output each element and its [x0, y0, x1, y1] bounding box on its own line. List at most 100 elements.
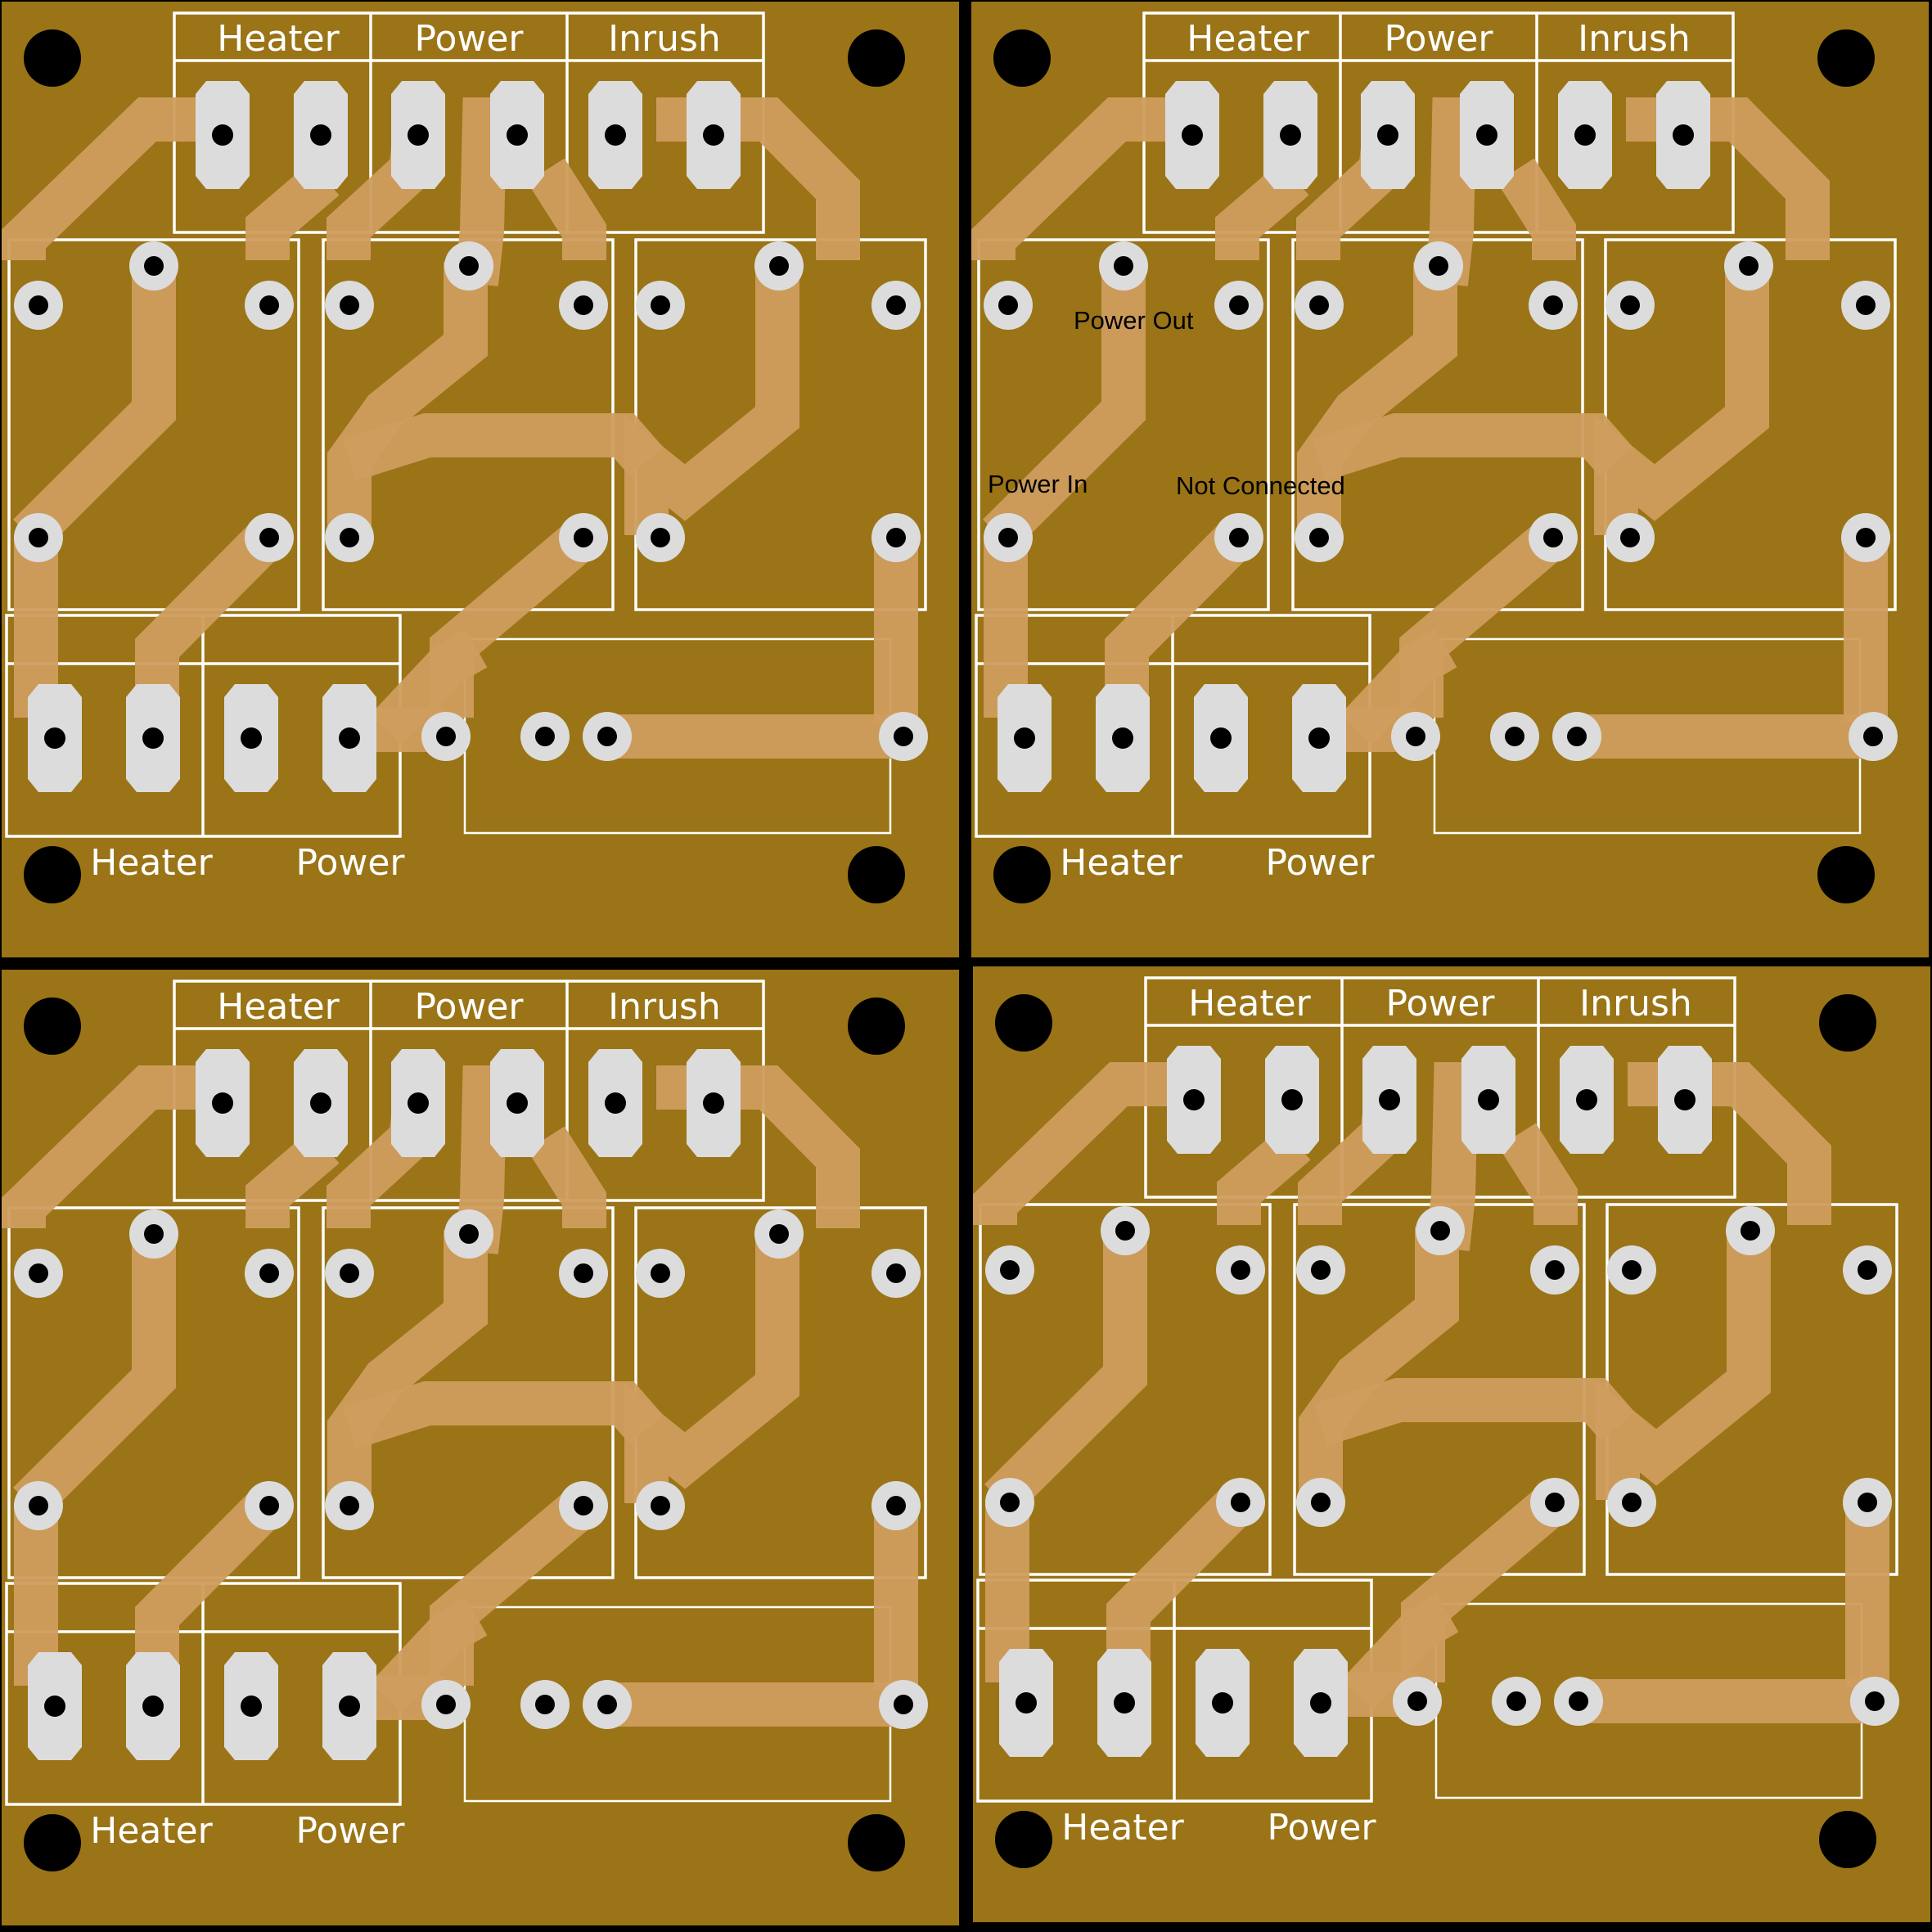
copper-trace: [1217, 1126, 1311, 1225]
drill-hole: [29, 1263, 48, 1283]
mounting-hole-icon: [848, 1814, 905, 1871]
silkscreen-label-top: Power: [1385, 983, 1495, 1025]
drill-hole: [1309, 528, 1329, 547]
copper-trace: [1497, 158, 1576, 260]
drill-hole: [1379, 1089, 1400, 1110]
drill-hole: [605, 124, 626, 146]
drill-hole: [142, 727, 164, 749]
drill-hole: [340, 1263, 359, 1283]
relay-outline: [979, 1203, 1272, 1576]
drill-hole: [339, 727, 360, 749]
copper-trace: [1340, 628, 1457, 745]
drill-hole: [1016, 1692, 1037, 1714]
drill-hole: [1231, 1493, 1250, 1512]
drill-hole: [1377, 124, 1398, 146]
drill-hole: [1476, 124, 1497, 146]
drill-hole: [998, 528, 1018, 547]
mounting-hole-icon: [1817, 846, 1875, 903]
drill-hole: [1620, 528, 1640, 547]
silkscreen-label-top: Inrush: [608, 986, 721, 1028]
drill-hole: [886, 295, 906, 315]
copper-trace: [624, 1228, 799, 1503]
mounting-hole-icon: [24, 998, 81, 1055]
drill-hole: [340, 528, 359, 547]
silkscreen-label-top: Heater: [217, 18, 340, 60]
copper-trace: [527, 158, 606, 260]
drill-hole: [574, 295, 593, 315]
drill-hole: [1114, 1692, 1135, 1714]
relay-outline: [7, 238, 300, 611]
annotation-power-in: Power In: [988, 470, 1088, 498]
copper-trace: [1299, 1227, 1459, 1500]
silkscreen-label-bottom: Heater: [90, 1810, 213, 1852]
drill-hole: [1865, 1691, 1885, 1711]
drill-hole: [212, 1092, 233, 1114]
drill-hole: [1308, 727, 1330, 749]
copper-trace: [624, 260, 799, 535]
drill-hole: [1858, 1260, 1877, 1280]
silkscreen-label-bottom: Power: [1265, 842, 1375, 884]
copper-trace: [1341, 1593, 1459, 1710]
relay-outline: [7, 1206, 300, 1579]
drill-hole: [1863, 727, 1883, 746]
drill-hole: [1210, 727, 1232, 749]
mounting-hole-icon: [995, 994, 1052, 1052]
copper-trace: [12, 262, 176, 552]
drill-hole: [535, 727, 555, 746]
drill-hole: [597, 727, 617, 746]
drill-hole: [1576, 1089, 1597, 1110]
drill-hole: [1229, 295, 1249, 315]
drill-hole: [1478, 1089, 1499, 1110]
copper-trace: [245, 161, 340, 260]
silkscreen-label-top: Inrush: [1579, 983, 1692, 1025]
drill-hole: [597, 1695, 617, 1714]
drill-hole: [1183, 1089, 1205, 1110]
drill-hole: [651, 528, 670, 547]
drill-hole: [1309, 295, 1329, 315]
drill-hole: [459, 256, 479, 276]
drill-hole: [408, 1092, 429, 1114]
silkscreen-label-bottom: Heater: [1060, 842, 1182, 884]
copper-trace: [370, 628, 488, 745]
mounting-hole-icon: [24, 1814, 81, 1871]
drill-hole: [310, 1092, 331, 1114]
mounting-hole-icon: [24, 29, 81, 87]
drill-hole: [1545, 1260, 1565, 1280]
copper-trace: [982, 262, 1146, 552]
silkscreen-label-bottom: Power: [1267, 1807, 1376, 1849]
drill-hole: [1281, 1089, 1303, 1110]
mounting-hole-icon: [24, 846, 81, 903]
copper-trace: [1594, 260, 1769, 535]
relay-outline: [977, 238, 1270, 611]
silkscreen-label-top: Heater: [1188, 983, 1311, 1025]
drill-hole: [310, 124, 331, 146]
drill-hole: [1620, 295, 1640, 315]
drill-hole: [1280, 124, 1301, 146]
drill-hole: [29, 1496, 48, 1515]
mounting-hole-icon: [848, 998, 905, 1055]
drill-hole: [1114, 256, 1133, 276]
drill-hole: [339, 1696, 360, 1717]
drill-hole: [259, 1496, 279, 1515]
drill-hole: [1429, 256, 1448, 276]
copper-trace: [527, 1126, 606, 1228]
drill-hole: [340, 1496, 359, 1515]
mounting-hole-icon: [1819, 994, 1876, 1052]
drill-hole: [574, 1263, 593, 1283]
drill-hole: [436, 1695, 456, 1714]
mounting-hole-icon: [848, 29, 905, 87]
drill-hole: [886, 528, 906, 547]
drill-hole: [1000, 1260, 1020, 1280]
copper-trace: [973, 1062, 1173, 1225]
drill-hole: [436, 727, 456, 746]
drill-hole: [1115, 1221, 1135, 1241]
silkscreen-label-top: Heater: [1187, 18, 1309, 60]
silkscreen-label-top: Power: [414, 18, 524, 60]
drill-hole: [1406, 727, 1425, 746]
drill-hole: [769, 256, 789, 276]
drill-hole: [1112, 727, 1133, 749]
drill-hole: [651, 1263, 670, 1283]
drill-hole: [44, 727, 65, 749]
